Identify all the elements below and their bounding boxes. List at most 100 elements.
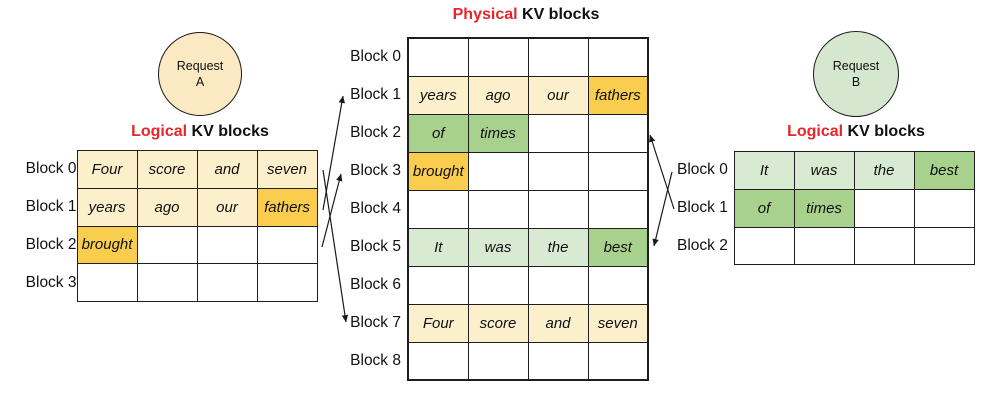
row-label: Block 1 <box>25 198 77 216</box>
kv-cell-empty <box>407 37 469 77</box>
kv-cell-token: best <box>913 151 975 190</box>
physical-title-highlight: Physical <box>452 6 518 23</box>
kv-row: Block 0 <box>348 37 649 77</box>
kv-cell-token: fathers <box>587 75 649 115</box>
kv-cell-empty <box>407 189 469 229</box>
kv-cell-token: seven <box>587 303 649 343</box>
kv-row: Block 3 brought <box>348 151 649 191</box>
kv-cell-token: score <box>467 303 529 343</box>
row-label: Block 1 <box>350 86 401 103</box>
physical-title-rest: KV blocks <box>517 6 600 23</box>
kv-cell-empty <box>407 341 469 381</box>
row-label: Block 6 <box>350 276 401 293</box>
kv-cell-empty <box>527 265 589 305</box>
request-b-label-line1: Request <box>832 58 880 73</box>
kv-cell-empty <box>467 341 529 381</box>
arrow-request-b-block1-to-physical-block2 <box>649 134 675 210</box>
kv-cell-empty <box>76 263 138 302</box>
row-label: Block 2 <box>350 124 401 141</box>
kv-cell-empty <box>467 151 529 191</box>
row-label: Block 2 <box>25 235 77 253</box>
logical-b-title: Logical KV blocks <box>734 123 978 141</box>
kv-cell-empty <box>587 151 649 191</box>
kv-row: Block 3 <box>18 263 318 302</box>
kv-cell-empty <box>913 188 975 228</box>
kv-row: Block 4 <box>348 189 649 229</box>
request-a-label-line1: Request <box>176 58 224 73</box>
kv-cell-empty <box>136 225 198 265</box>
kv-cell-empty <box>793 226 855 266</box>
kv-row: Block 8 <box>348 341 649 381</box>
arrow-request-b-block0-to-physical-block5 <box>652 171 673 247</box>
arrow-request-a-block2-to-physical-block3 <box>321 173 343 248</box>
row-label: Block 2 <box>677 236 728 254</box>
kv-cell-token: was <box>793 151 855 190</box>
row-label: Block 4 <box>350 200 401 217</box>
kv-cell-token: score <box>136 150 198 189</box>
kv-cell-token: years <box>76 187 138 227</box>
kv-cell-token: of <box>407 113 469 153</box>
request-a-label-line2: A <box>195 75 205 89</box>
kv-cell-empty <box>527 341 589 381</box>
kv-cell-token: brought <box>76 225 138 265</box>
kv-cell-token: the <box>853 151 915 190</box>
kv-cell-empty <box>587 265 649 305</box>
kv-cell-empty <box>467 189 529 229</box>
kv-cell-empty <box>733 226 795 266</box>
logical-a-title-highlight: Logical <box>131 123 188 140</box>
kv-cell-token: times <box>793 188 855 228</box>
kv-cell-empty <box>853 188 915 228</box>
kv-cell-token: our <box>196 187 258 227</box>
kv-cell-empty <box>527 113 589 153</box>
kv-cell-empty <box>196 225 258 265</box>
kv-cell-token: the <box>527 227 589 267</box>
arrow-request-a-block1-to-physical-block1 <box>322 95 345 211</box>
kv-cell-token: best <box>587 227 649 267</box>
kv-cell-token: fathers <box>256 187 318 227</box>
kv-cell-empty <box>853 226 915 266</box>
row-label: Block 0 <box>25 160 77 178</box>
kv-cell-empty <box>587 37 649 77</box>
kv-row: Block 6 <box>348 265 649 305</box>
logical-a-title: Logical KV blocks <box>77 123 323 141</box>
kv-cell-token: ago <box>467 75 529 115</box>
kv-cell-token: seven <box>256 150 318 189</box>
kv-cell-token: and <box>196 150 258 189</box>
kv-cell-empty <box>587 189 649 229</box>
kv-cell-token: and <box>527 303 589 343</box>
kv-cell-empty <box>913 226 975 266</box>
kv-cell-empty <box>136 263 198 302</box>
kv-cell-empty <box>467 37 529 77</box>
kv-cell-token: of <box>733 188 795 228</box>
logical-b-title-highlight: Logical <box>787 123 844 140</box>
row-label: Block 0 <box>350 48 401 65</box>
row-label: Block 5 <box>350 238 401 255</box>
request-b-circle: Request B <box>813 31 899 117</box>
kv-cell-empty <box>196 263 258 302</box>
kv-cell-token: ago <box>136 187 198 227</box>
arrow-request-a-block0-to-physical-block7 <box>322 169 349 323</box>
kv-cell-token: Four <box>76 150 138 189</box>
kv-cell-token: brought <box>407 151 469 191</box>
logical-b-title-rest: KV blocks <box>843 123 925 140</box>
row-label: Block 3 <box>350 162 401 179</box>
kv-cell-token: It <box>733 151 795 190</box>
kv-row: Block 2 <box>677 226 975 266</box>
kv-cell-empty <box>407 265 469 305</box>
kv-cell-token: years <box>407 75 469 115</box>
kv-cell-token: It <box>407 227 469 267</box>
row-label: Block 8 <box>350 352 401 369</box>
kv-cell-empty <box>527 151 589 191</box>
kv-cell-empty <box>587 113 649 153</box>
